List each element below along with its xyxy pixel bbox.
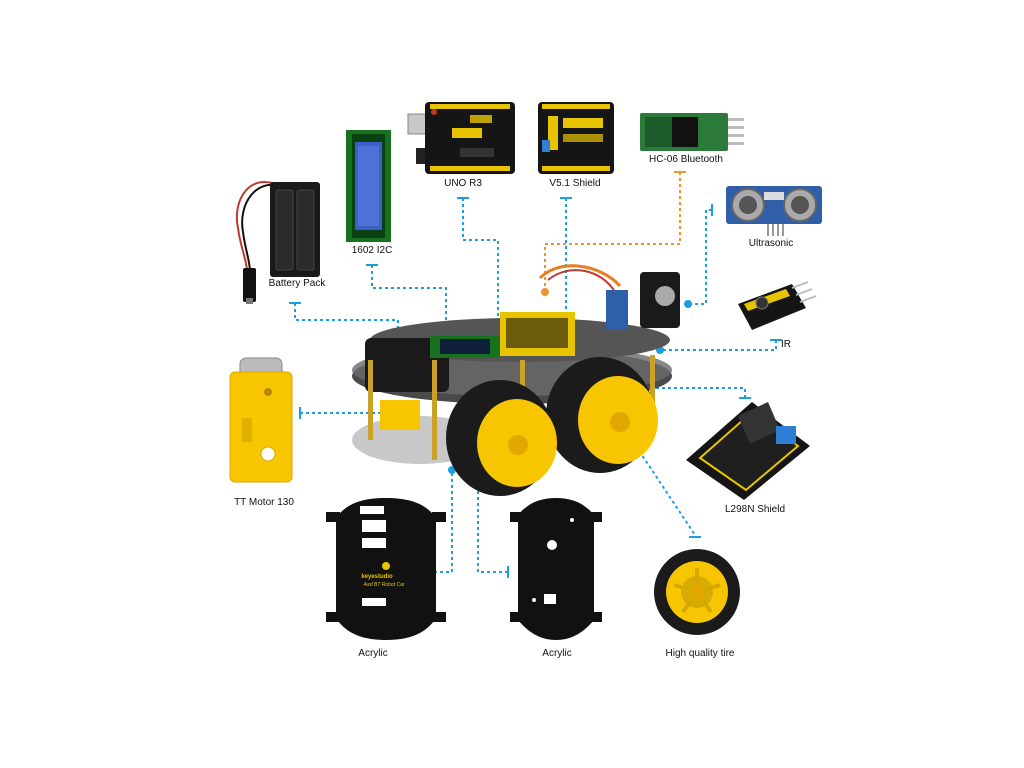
label-tt-motor: TT Motor 130 (234, 497, 294, 508)
connector-ir (660, 340, 777, 351)
l298n-shield-image (686, 402, 810, 500)
label-uno-r3: UNO R3 (444, 178, 482, 189)
bluetooth-module-image (640, 113, 744, 151)
connector-lcd (371, 265, 447, 332)
label-acrylic-right: Acrylic (542, 648, 572, 659)
label-acrylic-left: Acrylic (358, 648, 388, 659)
car-wheel-front (446, 380, 557, 496)
acrylic-plate-left-image (326, 498, 446, 640)
label-tire: High quality tire (665, 648, 735, 659)
connector-bluetooth (544, 172, 681, 292)
acrylic-plate-right-image (510, 498, 602, 640)
label-lcd-1602: 1602 I2C (351, 245, 393, 256)
label-ultrasonic: Ultrasonic (748, 238, 794, 249)
uno-r3-image (407, 102, 515, 174)
ultrasonic-sensor-image (726, 186, 822, 236)
battery-pack-image (235, 181, 320, 304)
ir-module-image (738, 281, 817, 330)
label-v5-shield: V5.1 Shield (549, 178, 601, 189)
connector-caps (289, 197, 782, 578)
label-bluetooth: HC-06 Bluetooth (649, 154, 723, 165)
v5-shield-image (538, 102, 614, 174)
label-ir: IR (781, 339, 791, 350)
label-l298n: L298N Shield (724, 504, 786, 515)
plate-product-text: 4wd BT Robot Car (363, 582, 405, 588)
tire-image (654, 549, 740, 635)
connector-uno (462, 198, 499, 322)
label-battery-pack: Battery Pack (268, 278, 326, 289)
connector-ultrasonic (688, 209, 712, 305)
plate-brand-text: keyestudio (361, 574, 393, 580)
car-wheel-back (546, 357, 658, 473)
lcd-1602-image (346, 130, 391, 242)
tt-motor-image (229, 357, 293, 483)
robot-car-image (352, 264, 680, 496)
